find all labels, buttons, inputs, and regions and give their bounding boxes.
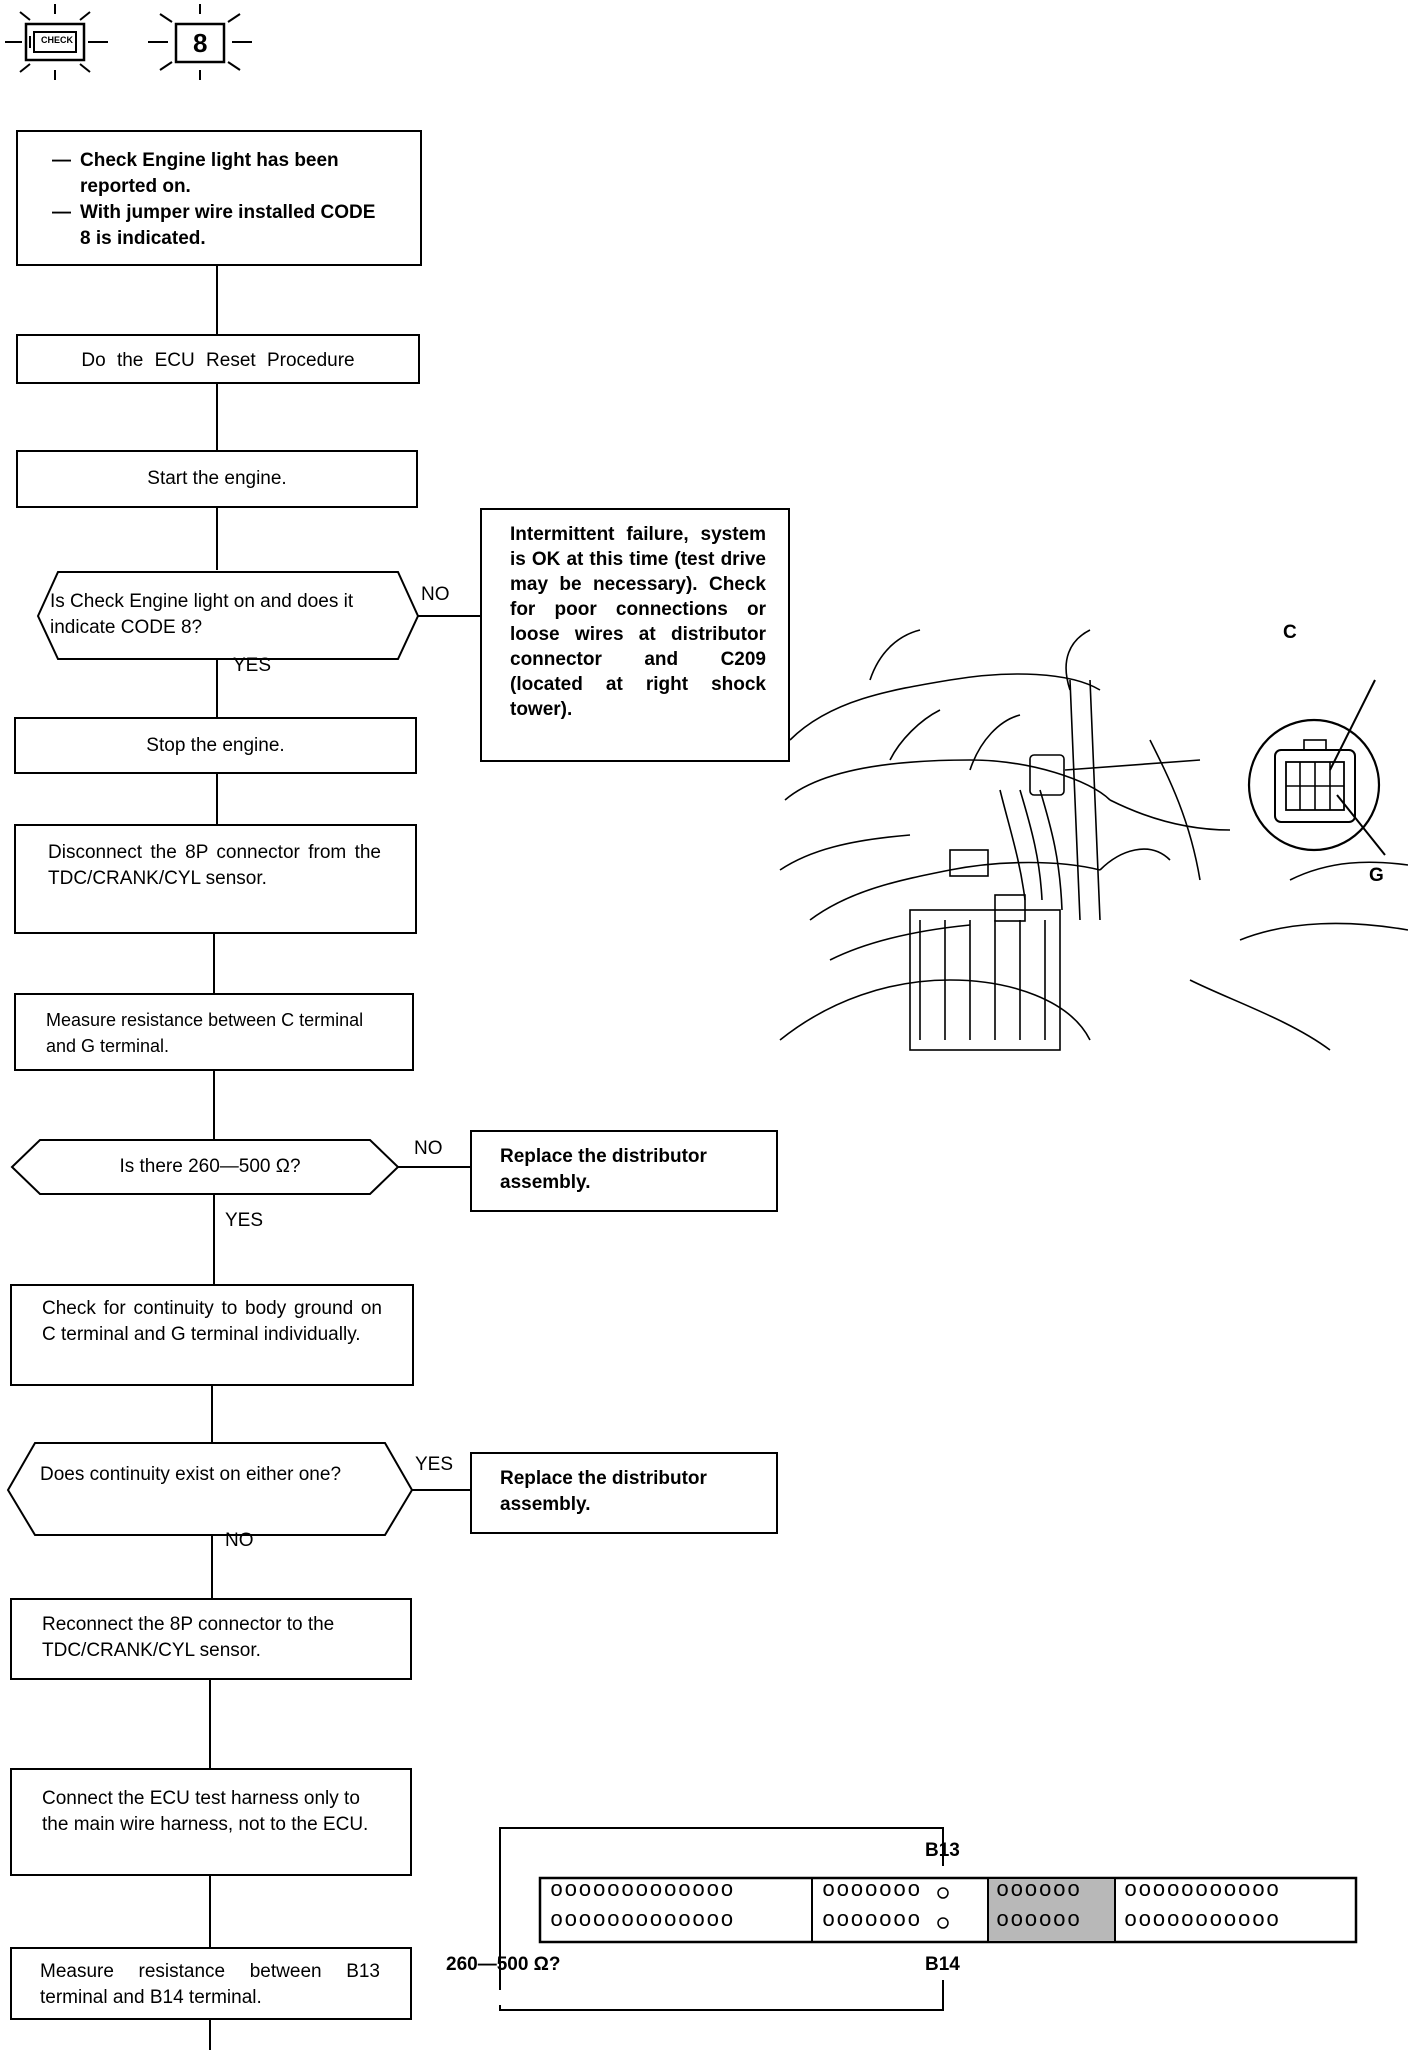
decision-3-text: Does continuity exist on either one? bbox=[40, 1464, 342, 1485]
code-number-icon bbox=[148, 4, 252, 80]
engine-connector-figure: C G bbox=[770, 620, 1408, 1070]
decision-hexagon-1 bbox=[36, 571, 420, 660]
pin-row2-group2: ooooooo bbox=[822, 1908, 922, 1933]
reported-item-1: Check Engine light has been reported on. bbox=[52, 148, 384, 200]
ecu-harness-figure: ooooooooooooo ooooooooooooo ooooooo oooo… bbox=[440, 1820, 1360, 2011]
label-no-1: NO bbox=[421, 584, 450, 605]
decision-2-text: Is there 260—500 Ω? bbox=[119, 1156, 301, 1177]
box-intermittent: Intermittent failure, system is OK at th… bbox=[480, 508, 790, 762]
ecu-pinout-drawing bbox=[499, 1827, 1358, 2011]
pin-label-b14: B14 bbox=[925, 1954, 960, 1975]
connector-label-g: G bbox=[1369, 865, 1384, 886]
label-no-3: NO bbox=[225, 1530, 254, 1551]
pin-row1-group1: ooooooooooooo bbox=[550, 1878, 735, 1903]
check-engine-icon bbox=[5, 4, 108, 80]
engine-bay-drawing bbox=[779, 629, 1408, 1051]
box-replace-1: Replace the distributor assembly. bbox=[470, 1130, 778, 1212]
pin-row1-group3: oooooo bbox=[996, 1878, 1082, 1903]
box-replace-2: Replace the distributor assembly. bbox=[470, 1452, 778, 1534]
box-disconnect: Disconnect the 8P connector from the TDC… bbox=[14, 824, 417, 934]
decision-hexagon-3 bbox=[6, 1442, 414, 1536]
box-stop: Stop the engine. bbox=[14, 717, 417, 774]
label-yes-2: YES bbox=[225, 1210, 264, 1231]
pin-label-b13: B13 bbox=[925, 1840, 960, 1861]
check-icon-text: CHECK bbox=[41, 35, 74, 45]
pin-row1-group2: ooooooo bbox=[822, 1878, 922, 1903]
connector-label-c: C bbox=[1283, 622, 1297, 643]
label-yes-1: YES bbox=[233, 655, 272, 676]
box-continuity: Check for continuity to body ground on C… bbox=[10, 1284, 414, 1386]
pin-row2-group1: ooooooooooooo bbox=[550, 1908, 735, 1933]
box-measure-b: Measure resistance between B13 terminal … bbox=[10, 1947, 412, 2020]
pin-row2-group4: ooooooooooo bbox=[1124, 1908, 1281, 1933]
box-reconnect: Reconnect the 8P connector to the TDC/CR… bbox=[10, 1598, 412, 1680]
pin-row1-group4: ooooooooooo bbox=[1124, 1878, 1281, 1903]
decision-1-text: Is Check Engine light on and does it ind… bbox=[50, 591, 354, 638]
header-icons: CHECK 8 bbox=[0, 0, 300, 80]
box-reset: Do the ECU Reset Procedure bbox=[16, 334, 420, 384]
resistance-label: 260—500 Ω? bbox=[446, 1954, 561, 1975]
label-yes-3: YES bbox=[415, 1454, 454, 1475]
pin-row2-group3: oooooo bbox=[996, 1908, 1082, 1933]
ecu-shaded-pin-block bbox=[989, 1879, 1114, 1941]
code-number: 8 bbox=[193, 28, 208, 58]
box-reported: Check Engine light has been reported on.… bbox=[16, 130, 422, 266]
decision-hexagon-2 bbox=[10, 1139, 400, 1195]
label-no-2: NO bbox=[414, 1138, 443, 1159]
box-measure-cg: Measure resistance between C terminal an… bbox=[14, 993, 414, 1071]
box-connect-harness: Connect the ECU test harness only to the… bbox=[10, 1768, 412, 1876]
reported-item-2: With jumper wire installed CODE 8 is ind… bbox=[52, 200, 384, 252]
box-start: Start the engine. bbox=[16, 450, 418, 508]
